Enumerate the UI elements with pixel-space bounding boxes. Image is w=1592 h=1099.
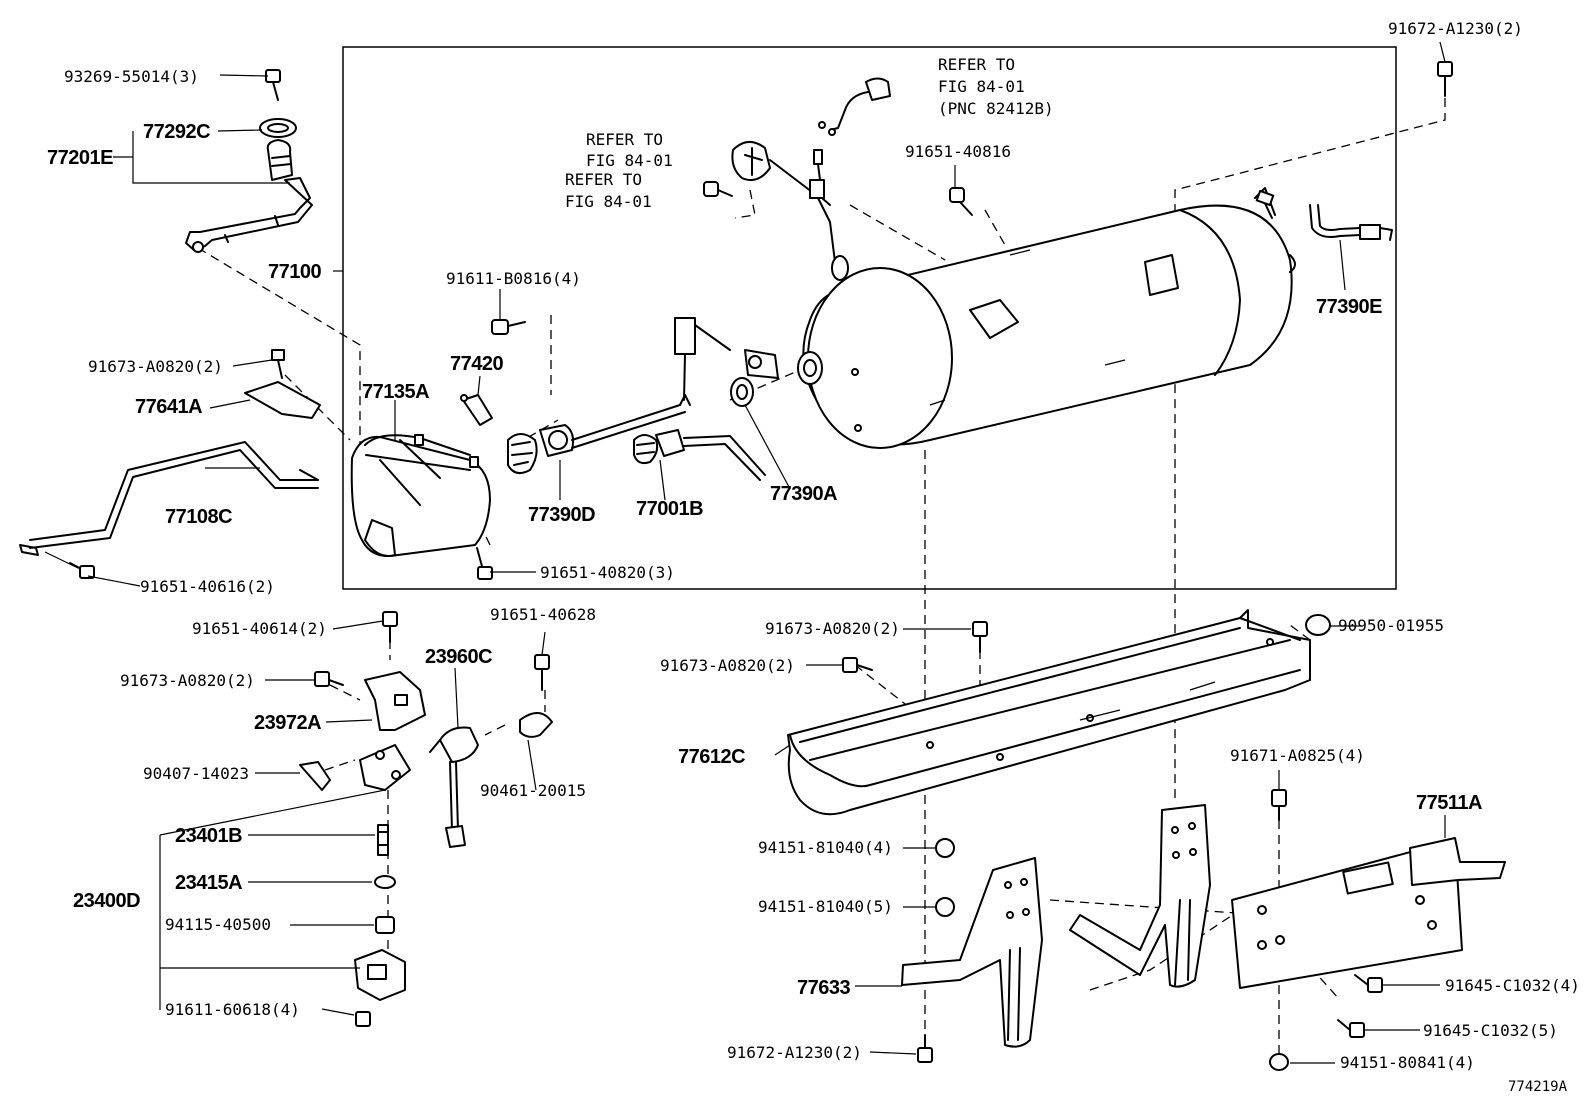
label-91651-40614: 91651-40614(2) bbox=[192, 619, 327, 638]
bolt-91611-B0816 bbox=[491, 319, 526, 335]
nuts-94151-81040 bbox=[935, 838, 955, 917]
diagram-code: 774219A bbox=[1508, 1079, 1568, 1095]
label-90461-20015: 90461-20015 bbox=[480, 781, 586, 800]
label-77612C: 77612C bbox=[678, 746, 745, 768]
label-94151-81040-4: 94151-81040(4) bbox=[758, 838, 893, 857]
bolt-refer bbox=[703, 181, 733, 197]
label-23960C: 23960C bbox=[425, 646, 492, 668]
label-77390E: 77390E bbox=[1316, 296, 1382, 318]
bolt-91651-40820 bbox=[476, 547, 493, 580]
nut-94151-80841 bbox=[1269, 1053, 1289, 1071]
nut-94115 bbox=[375, 916, 395, 934]
label-93269-55014: 93269-55014(3) bbox=[64, 67, 199, 86]
label-91611-b0816: 91611-B0816(4) bbox=[446, 269, 581, 288]
bracket-23400D bbox=[159, 789, 386, 1010]
valve-77390D bbox=[507, 317, 779, 475]
label-77633: 77633 bbox=[797, 977, 850, 999]
label-77100: 77100 bbox=[268, 261, 321, 283]
strap-77633 bbox=[901, 804, 1211, 1048]
label-91651-40616: 91651-40616(2) bbox=[140, 577, 275, 596]
elbow-90407 bbox=[299, 761, 331, 791]
filler-hose-77201E bbox=[185, 69, 313, 253]
label-94151-80841: 94151-80841(4) bbox=[1340, 1053, 1475, 1072]
label-77201E: 77201E bbox=[47, 147, 113, 169]
refer-note-1-line2: FIG 84-01 bbox=[938, 77, 1025, 96]
label-77135A: 77135A bbox=[362, 381, 429, 403]
label-77511A: 77511A bbox=[1416, 792, 1482, 814]
tray-77612C bbox=[787, 609, 1311, 816]
bracket-77511A bbox=[1231, 837, 1506, 989]
label-77292C: 77292C bbox=[143, 121, 210, 143]
label-23415A: 23415A bbox=[175, 872, 242, 894]
sender-gauge bbox=[731, 77, 891, 281]
refer-note-1-line1: REFER TO bbox=[938, 55, 1015, 74]
bolts-91645 bbox=[1337, 974, 1383, 1038]
label-91673-d: 91673-A0820(2) bbox=[660, 656, 795, 675]
refer-note-2-line1: REFER TO bbox=[586, 130, 663, 149]
label-77390D: 77390D bbox=[528, 504, 595, 526]
bracket-77641A bbox=[244, 349, 321, 419]
label-91645-c1032-4: 91645-C1032(4) bbox=[1445, 976, 1580, 995]
label-77641A: 77641A bbox=[135, 396, 202, 418]
label-90950-01955: 90950-01955 bbox=[1338, 616, 1444, 635]
valve-77001B bbox=[633, 429, 766, 481]
label-91671-a0825: 91671-A0825(4) bbox=[1230, 746, 1365, 765]
bolt-91651-40614 bbox=[382, 611, 398, 643]
label-91651-40816: 91651-40816 bbox=[905, 142, 1011, 161]
bolt-91672-top bbox=[1437, 61, 1453, 97]
filter-bowl bbox=[354, 949, 406, 1001]
bolt-91651-40816 bbox=[949, 187, 973, 216]
label-77108C: 77108C bbox=[165, 506, 232, 528]
refer-note-2-line2: FIG 84-01 bbox=[586, 151, 673, 170]
assembly-frame-77100 bbox=[342, 46, 1397, 590]
label-23972A: 23972A bbox=[254, 712, 321, 734]
refer-note-3-line2: FIG 84-01 bbox=[565, 192, 652, 211]
label-91672-bottom: 91672-A1230(2) bbox=[727, 1043, 862, 1062]
label-91673-a: 91673-A0820(2) bbox=[88, 357, 223, 376]
bolt-91611-60618 bbox=[355, 1011, 371, 1027]
label-94151-81040-5: 94151-81040(5) bbox=[758, 897, 893, 916]
label-91645-c1032-5: 91645-C1032(5) bbox=[1423, 1021, 1558, 1040]
label-23400D: 23400D bbox=[73, 890, 140, 912]
bolt-91672-bottom bbox=[917, 1034, 933, 1063]
tube-77390E bbox=[1309, 204, 1393, 241]
cap-90950 bbox=[1305, 614, 1331, 636]
label-91673-b: 91673-A0820(2) bbox=[120, 671, 255, 690]
bolt-91673-b bbox=[314, 671, 344, 687]
label-91651-40628: 91651-40628 bbox=[490, 605, 596, 624]
bolt-91651-40616 bbox=[44, 551, 95, 579]
pump-23960C bbox=[429, 726, 479, 848]
washer-23415A bbox=[374, 875, 396, 889]
label-91673-c: 91673-A0820(2) bbox=[765, 619, 900, 638]
label-94115-40500: 94115-40500 bbox=[165, 915, 271, 934]
bracket-23972A bbox=[364, 671, 426, 731]
bolt-91673-d bbox=[842, 657, 873, 673]
bolt-91671 bbox=[1271, 789, 1287, 821]
label-23401B: 23401B bbox=[175, 825, 242, 847]
label-91672-top: 91672-A1230(2) bbox=[1388, 19, 1523, 38]
fuel-tank bbox=[797, 187, 1296, 449]
label-91651-40820: 91651-40820(3) bbox=[540, 563, 675, 582]
labels: 93269-55014(3) 77292C 77201E 77100 91673… bbox=[47, 19, 1580, 1095]
bolt-91673-c bbox=[972, 621, 988, 653]
shield-77135A bbox=[350, 434, 491, 557]
refer-note-1-line3: (PNC 82412B) bbox=[938, 99, 1054, 118]
fitting-77420 bbox=[460, 394, 493, 426]
refer-note-3-line1: REFER TO bbox=[565, 170, 642, 189]
stud-23401B bbox=[377, 824, 389, 856]
tube-77108C bbox=[19, 441, 319, 556]
label-77390A: 77390A bbox=[770, 483, 837, 505]
clamp-90461 bbox=[519, 654, 553, 738]
label-77420: 77420 bbox=[450, 353, 503, 375]
label-91611-60618: 91611-60618(4) bbox=[165, 1000, 300, 1019]
callout-leaders bbox=[87, 41, 1446, 1064]
label-77001B: 77001B bbox=[636, 498, 703, 520]
filter-head bbox=[359, 744, 411, 791]
label-90407-14023: 90407-14023 bbox=[143, 764, 249, 783]
